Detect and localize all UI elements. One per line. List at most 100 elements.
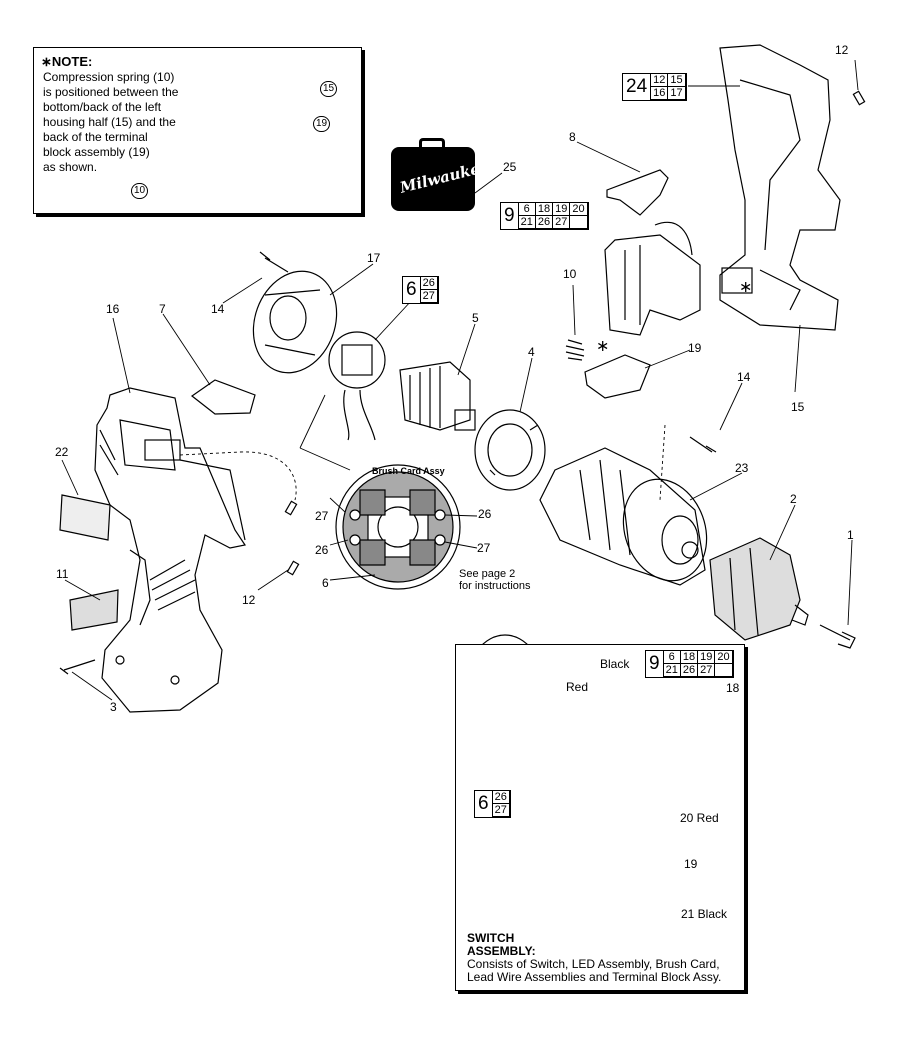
note-box: ∗NOTE: Compression spring (10) is positi…: [33, 47, 362, 214]
star-marker-housing: ∗: [739, 279, 753, 296]
case-handle: [419, 138, 445, 150]
note-line-6: block assembly (19): [43, 145, 150, 159]
pin-12-left: [284, 500, 298, 516]
part-label-20-red: 20 Red: [680, 811, 719, 825]
group-6-item: 27: [420, 290, 438, 303]
part-label-14-right: 14: [737, 370, 751, 384]
group-9-switch-item: [715, 664, 733, 677]
part-label-7: 7: [159, 302, 166, 316]
brush-label-27-right: 27: [477, 541, 491, 555]
part-label-19: 19: [688, 341, 702, 355]
group-9-switch-item: 21: [663, 664, 681, 677]
motor-end-cap: [252, 270, 338, 374]
group-9-item: 20: [570, 203, 588, 216]
carry-case: Milwaukee: [391, 138, 491, 211]
group-9-item: 6: [518, 203, 536, 216]
group-6-switch-item: 26: [492, 791, 510, 804]
brush-label-26-left: 26: [315, 543, 329, 557]
part-label-21-black: 21 Black: [681, 907, 728, 921]
group-9-main: 9: [501, 203, 519, 229]
switch-title-line-2: ASSEMBLY:: [467, 944, 536, 958]
pin-12-bottom: [286, 560, 300, 576]
group-9-switch: 9 6 18 19 20 21 26 27: [645, 650, 734, 678]
group-9: 9 6 18 19 20 21 26 27: [500, 202, 589, 230]
part-label-12-top: 12: [835, 43, 849, 57]
armature: [399, 361, 476, 431]
group-24-item: 12: [651, 74, 669, 87]
compression-spring: [565, 339, 585, 361]
group-9-item: 21: [518, 216, 536, 229]
note-line-3: bottom/back of the left: [43, 100, 162, 114]
part-label-14-left: 14: [211, 302, 225, 316]
star-marker: ∗: [596, 338, 610, 355]
see-page-line-2: for instructions: [459, 580, 531, 592]
group-6-main: 6: [403, 277, 421, 303]
part-label-12-bottom: 12: [242, 593, 256, 607]
note-callout-10: 10: [131, 183, 149, 199]
brush-label-27-left: 27: [315, 509, 329, 523]
part-label-8: 8: [569, 130, 576, 144]
trigger-part: [606, 169, 669, 216]
part-label-10: 10: [563, 267, 577, 281]
group-9-item: 18: [535, 203, 554, 216]
group-9-switch-item: 20: [715, 651, 733, 664]
part-label-3: 3: [110, 700, 117, 714]
note-callout-19: 19: [313, 116, 331, 132]
group-9-item: 27: [553, 216, 571, 229]
brush-label-26-right: 26: [478, 507, 492, 521]
wire-label-black: Black: [600, 657, 630, 671]
see-page-line-1: See page 2: [459, 568, 516, 580]
part-label-16: 16: [106, 302, 120, 316]
group-24-item: 15: [668, 74, 686, 87]
screw-14-top: [259, 251, 289, 273]
brush-card-title: Brush Card Assy: [372, 466, 445, 476]
note-title: ∗NOTE:: [41, 54, 93, 69]
part-label-17: 17: [367, 251, 381, 265]
note-callout-15: 15: [320, 81, 338, 97]
leader-lines: [61, 59, 859, 701]
part-label-25: 25: [503, 160, 517, 174]
mode-switch-button: [190, 379, 256, 415]
label-11-sticker: [69, 589, 119, 631]
switch-desc-line-1: Consists of Switch, LED Assembly, Brush …: [467, 957, 720, 971]
part-label-18: 18: [726, 681, 740, 695]
wire-label-red: Red: [566, 680, 589, 694]
right-housing-half: [719, 44, 841, 331]
group-24-item: 17: [668, 87, 686, 100]
switch-title-line-1: SWITCH: [467, 931, 515, 945]
group-9-switch-item: 26: [680, 664, 699, 677]
group-9-item: 26: [535, 216, 554, 229]
left-housing-half: [94, 387, 246, 713]
group-6-switch-main: 6: [475, 791, 493, 817]
brush-card-detail: [335, 464, 461, 590]
group-9-switch-item: 6: [663, 651, 681, 664]
note-line-5: back of the terminal: [43, 130, 148, 144]
group-6: 6 26 27: [402, 276, 439, 304]
switch-part: [604, 221, 701, 336]
part-label-23: 23: [735, 461, 749, 475]
pin-12-top: [852, 90, 866, 106]
group-24-main: 24: [623, 74, 652, 100]
label-22-sticker: [59, 494, 111, 541]
note-line-7: as shown.: [43, 160, 98, 174]
group-9-item: 19: [553, 203, 571, 216]
part-label-11: 11: [56, 567, 69, 581]
note-line-1: Compression spring (10): [43, 70, 175, 84]
magnet-sleeve: [474, 409, 546, 491]
part-label-15: 15: [791, 400, 805, 414]
group-9-switch-item: 27: [698, 664, 716, 677]
terminal-block: [584, 354, 651, 399]
group-9-switch-item: 19: [698, 651, 716, 664]
group-6-switch-item: 27: [492, 804, 510, 817]
group-9-switch-main: 9: [646, 651, 664, 677]
brush-card-small: [328, 331, 386, 441]
note-line-4: housing half (15) and the: [43, 115, 176, 129]
screw-3: [59, 659, 96, 675]
part-label-5: 5: [472, 311, 479, 325]
group-24: 24 12 15 16 17: [622, 73, 687, 101]
group-6-item: 26: [420, 277, 438, 290]
group-9-item: [570, 216, 588, 229]
keyless-chuck: [709, 537, 809, 641]
switch-desc-line-2: Lead Wire Assemblies and Terminal Block …: [467, 970, 722, 984]
chuck-screw: [819, 624, 856, 649]
